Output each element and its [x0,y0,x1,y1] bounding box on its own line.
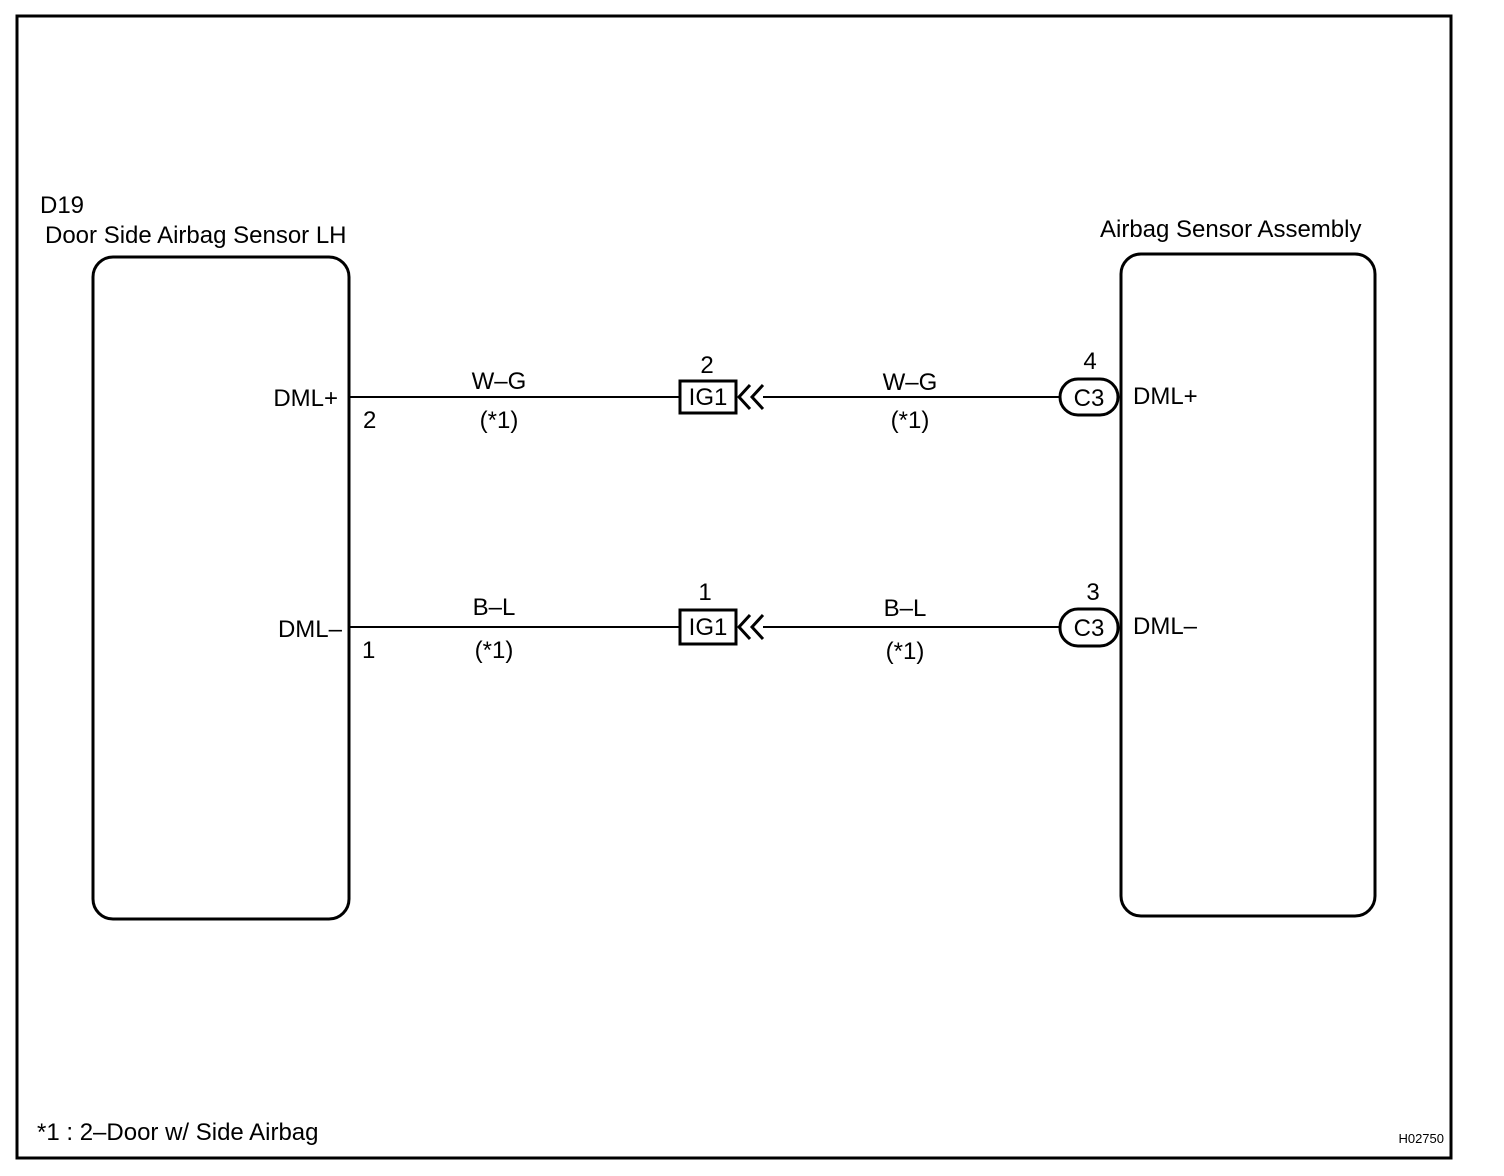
wire-color-right: B–L [884,595,927,622]
wire-note-left: (*1) [480,407,519,434]
wire-dml-minus: DML– 1 B–L (*1) 1 IG1 B–L (*1) 3 C3 DML– [278,579,1198,665]
right-pin-number: 4 [1083,348,1096,375]
wire-color-right: W–G [883,369,938,396]
wire-note-right: (*1) [886,638,925,665]
right-connector-label: C3 [1074,615,1105,642]
drawing-id: H02750 [1398,1131,1444,1146]
right-component-box [1119,252,1377,918]
diagram-frame [15,14,1453,1160]
right-connector-oval [1058,607,1120,648]
junction-pin-number: 1 [698,579,711,606]
left-component-box [91,255,351,921]
left-component-name: Door Side Airbag Sensor LH [45,222,347,249]
wire-color-left: W–G [472,368,527,395]
wire-note-left: (*1) [475,637,514,664]
double-chevron-icon [736,613,765,641]
left-terminal-label-dml-plus: DML+ [273,385,338,412]
junction-connector-label: IG1 [689,384,728,411]
double-chevron-icon [736,383,765,411]
footnote: *1 : 2–Door w/ Side Airbag [37,1119,319,1146]
junction-connector-box [678,379,738,415]
right-terminal-label-dml-plus: DML+ [1133,383,1198,410]
left-terminal-label-dml-minus: DML– [278,616,343,643]
right-connector-label: C3 [1074,385,1105,412]
junction-connector-box [678,608,738,646]
junction-connector-label: IG1 [689,614,728,641]
right-terminal-label-dml-minus: DML– [1133,613,1198,640]
wire-color-left: B–L [473,594,516,621]
right-component-name: Airbag Sensor Assembly [1100,216,1361,243]
right-pin-number: 3 [1086,579,1099,606]
junction-pin-number: 2 [700,352,713,379]
wire-dml-plus: DML+ 2 W–G (*1) 2 IG1 W–G (*1) 4 C3 DML+ [273,348,1197,434]
left-pin-number: 2 [363,407,376,434]
left-component-code: D19 [40,192,84,219]
right-connector-oval [1058,377,1120,417]
left-pin-number: 1 [362,637,375,664]
wire-note-right: (*1) [891,407,930,434]
